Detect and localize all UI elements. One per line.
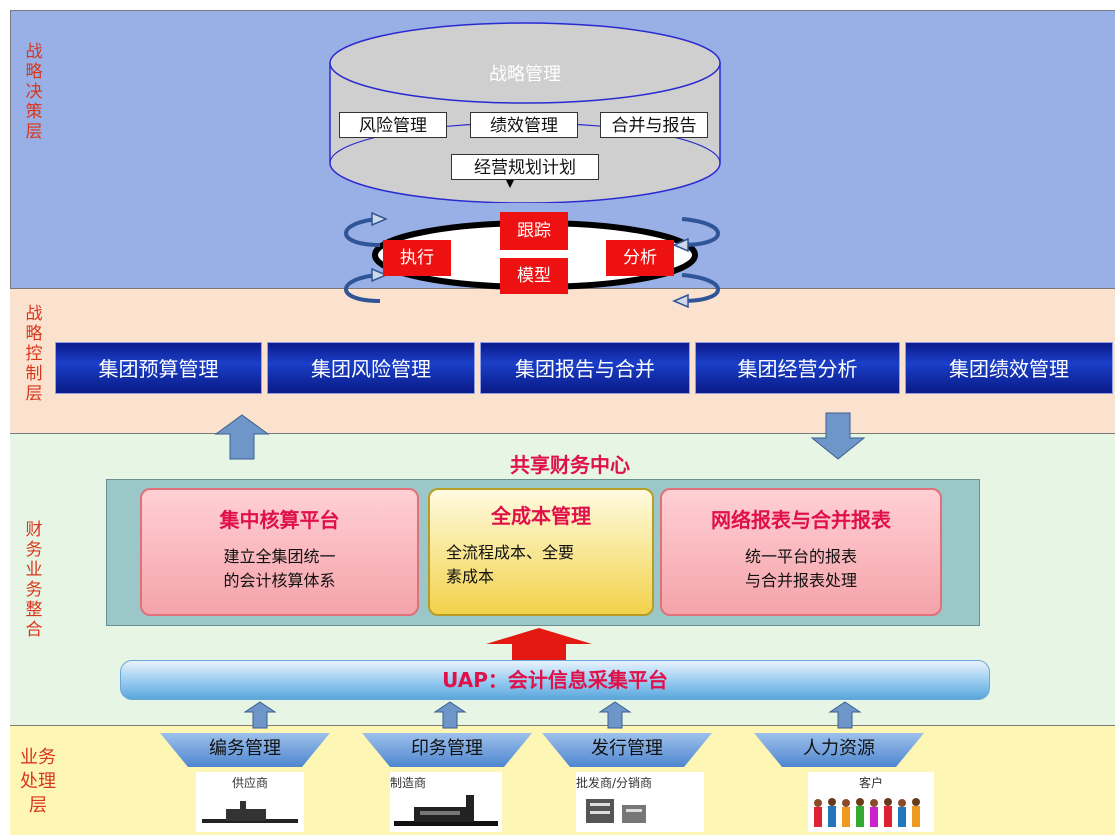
- business-planning-box: 经营规划计划: [451, 154, 599, 180]
- shared-center-title: 共享财务中心: [510, 453, 630, 477]
- pic-supplier-label: 供应商: [231, 776, 268, 790]
- module-group-budget: 集团预算管理: [55, 342, 262, 394]
- card-full-cost: 全成本管理 全流程成本、全要 素成本: [428, 488, 654, 616]
- up-arrow-icon: [433, 701, 467, 729]
- card-network-reports-body: 统一平台的报表 与合并报表处理: [744, 547, 857, 590]
- pic-wholesaler-distributor: 批发商/分销商: [576, 772, 704, 832]
- consolidation-reporting-box: 合并与报告: [600, 112, 708, 138]
- cycle-execute: 执行: [383, 240, 451, 276]
- down-arrow-icon: [810, 412, 866, 460]
- card-network-reports-title: 网络报表与合并报表: [711, 508, 891, 532]
- factory-icon: [202, 801, 298, 823]
- biz-distribution-management: 发行管理: [591, 738, 663, 759]
- factory-icon: [394, 795, 498, 826]
- card-network-consolidated-reports: 网络报表与合并报表 统一平台的报表 与合并报表处理: [660, 488, 942, 616]
- card-full-cost-title: 全成本管理: [491, 504, 591, 528]
- card-central-accounting-title: 集中核算平台: [219, 508, 340, 532]
- cycle-track: 跟踪: [500, 212, 568, 250]
- layer-label-finance-integration: 财 务 业 务 整 合: [25, 520, 43, 640]
- biz-human-resources: 人力资源: [803, 738, 875, 759]
- card-full-cost-body: 全流程成本、全要 素成本: [446, 543, 575, 586]
- module-group-performance: 集团绩效管理: [905, 342, 1113, 394]
- up-arrow-icon: [828, 701, 862, 729]
- module-group-report-consolidation: 集团报告与合并: [480, 342, 690, 394]
- cylinder-title: 战略管理: [489, 64, 561, 85]
- cycle-analyze: 分析: [606, 240, 674, 276]
- uap-platform-label: UAP：会计信息采集平台: [442, 668, 668, 692]
- layer-label-strategic-decision: 战 略 决 策 层: [25, 42, 43, 142]
- pic-customer-label: 客户: [858, 776, 883, 790]
- pic-supplier: 供应商: [196, 772, 304, 832]
- pic-manufacturer: 制造商: [390, 772, 502, 832]
- up-arrow-icon: [598, 701, 632, 729]
- card-central-accounting: 集中核算平台 建立全集团统一 的会计核算体系: [140, 488, 419, 616]
- warehouse-icon: [586, 799, 646, 823]
- layer-label-business-processing: 业务 处理 层: [20, 747, 56, 816]
- cycle-model: 模型: [500, 258, 568, 294]
- red-up-arrow-icon: [486, 628, 592, 661]
- business-trapezoids: [160, 733, 924, 767]
- pic-customer: 客户: [808, 772, 934, 832]
- up-arrow-icon: [214, 414, 270, 460]
- up-arrow-icon: [243, 701, 277, 729]
- performance-management-box: 绩效管理: [470, 112, 578, 138]
- module-group-operation-analysis: 集团经营分析: [695, 342, 900, 394]
- layer-label-strategic-control: 战 略 控 制 层: [25, 304, 43, 404]
- biz-printing-management: 印务管理: [411, 738, 483, 759]
- pic-wholesaler-label: 批发商/分销商: [576, 776, 653, 790]
- card-central-accounting-body: 建立全集团统一 的会计核算体系: [223, 547, 336, 590]
- module-group-risk: 集团风险管理: [267, 342, 475, 394]
- uap-platform-bar: [120, 660, 990, 700]
- crowd-icon: [814, 798, 920, 827]
- risk-management-box: 风险管理: [339, 112, 447, 138]
- biz-editorial-management: 编务管理: [209, 738, 281, 759]
- pic-manufacturer-label: 制造商: [390, 776, 427, 790]
